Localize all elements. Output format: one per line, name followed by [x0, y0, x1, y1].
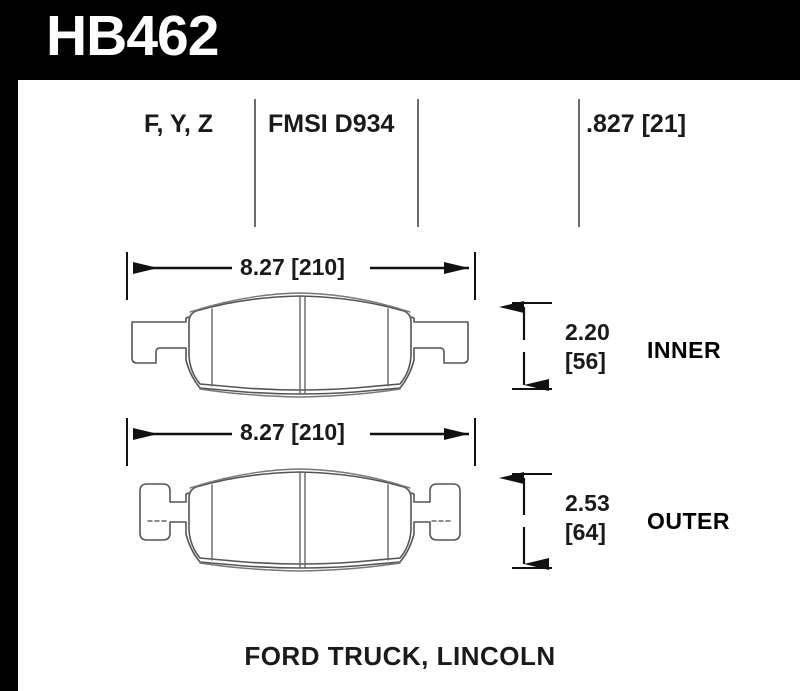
outer-height-inches: 2.53 [565, 490, 610, 516]
outer-width-dimension-label: 8.27 [210] [240, 419, 345, 445]
outer-height-dimension-label: 2.53 [64] [565, 489, 610, 547]
outer-pad-label: OUTER [647, 508, 730, 534]
outer-height-mm: [64] [565, 518, 606, 545]
inner-width-dimension-label: 8.27 [210] [240, 254, 345, 280]
inner-height-dimension-label: 2.20 [56] [565, 318, 610, 376]
inner-brake-pad-shape [131, 292, 469, 398]
inner-height-inches: 2.20 [565, 319, 610, 345]
inner-height-dimension [499, 301, 552, 391]
spec-fmsi-number: FMSI D934 [268, 110, 395, 138]
spec-divider-3 [578, 99, 580, 227]
outer-brake-pad-shape [139, 468, 461, 572]
spec-divider-2 [417, 99, 419, 227]
spec-divider-1 [254, 99, 256, 227]
inner-height-mm: [56] [565, 347, 606, 374]
inner-pad-label: INNER [647, 337, 722, 363]
part-number: HB462 [46, 4, 219, 68]
outer-height-dimension [499, 472, 552, 570]
spec-thickness: .827 [21] [586, 110, 687, 138]
vehicle-application-caption: FORD TRUCK, LINCOLN [244, 641, 556, 671]
left-border-rail [0, 80, 18, 691]
spec-compound-codes: F, Y, Z [144, 110, 214, 138]
header-bar [0, 0, 800, 80]
